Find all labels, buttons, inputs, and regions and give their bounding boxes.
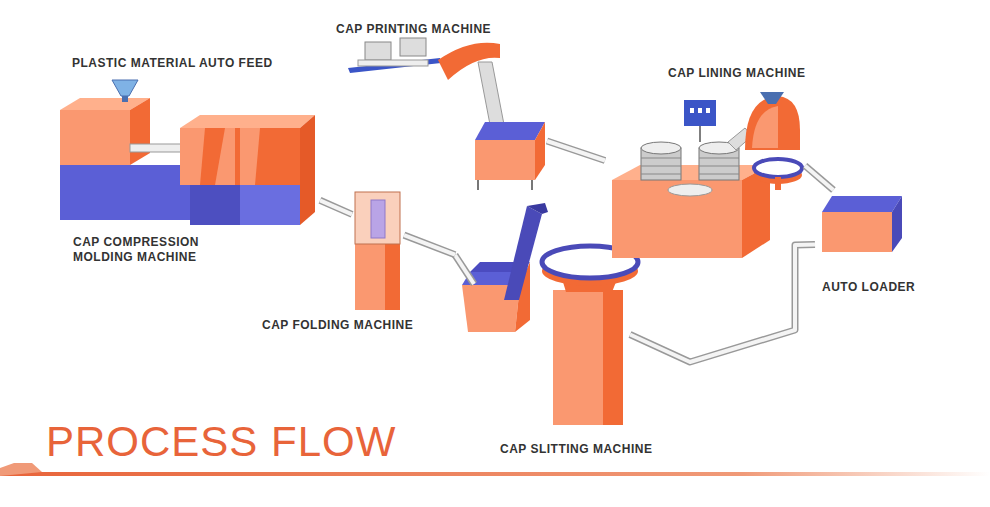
pipe-core [547,141,605,161]
folding-machine-part [355,192,400,244]
auto-loader [822,196,902,252]
slitting-machine-part [455,255,474,284]
machine-area: CAP FOLDING MACHINE [352,190,404,312]
pipe-core [805,166,833,190]
lining-machine-part [706,108,710,113]
molding-machine-part [240,185,300,225]
printing-machine-part [358,60,428,66]
pipe-core [404,235,455,255]
part-label: PLASTIC MATERIAL AUTO FEED [72,56,273,71]
slitting-machine-part [603,290,623,425]
lining-machine-part [760,92,784,104]
folding-machine-part [371,200,385,238]
lining-machine-part [775,177,781,190]
printing-machine-part [400,38,426,56]
lining-machine-part [641,142,681,154]
lining-machine-part [745,96,800,150]
folding-machine [355,192,400,310]
slitting-machine-part [504,206,542,300]
machine-label: CAP COMPRESSION MOLDING MACHINE [73,235,213,265]
slitting-machine-part [527,203,548,214]
pipe-outline [630,244,815,362]
lining-machine-part [690,108,694,113]
folding-machine-part [385,244,400,310]
printing-machine-part [478,180,532,190]
printing-machine-part [365,42,391,60]
machine-area: CAP SLITTING MACHINE [455,200,630,428]
lining-machine [612,92,802,258]
machine-label: AUTO LOADER [822,280,915,295]
pipe-connector [547,141,605,161]
machine-area: CAP PRINTING MACHINE [345,42,547,192]
slitting-machine-part [553,290,603,425]
lining-machine-part [699,126,701,142]
molding-machine-part [60,165,190,220]
pipe-outline [805,166,833,190]
molding-machine-part [200,128,225,185]
molding-machine-part [240,128,260,185]
machine-label: CAP FOLDING MACHINE [262,318,413,333]
molding-machine-part [300,115,315,225]
auto-loader-part [822,196,902,212]
slitting-machine [455,203,638,425]
pipe-outline [547,141,605,161]
lining-machine-part [699,158,739,174]
lining-machine-part [612,180,742,258]
auto-loader-part [822,212,892,252]
title-underline-part [0,463,42,476]
machine-area: AUTO LOADER [815,190,907,258]
pipe-outline [320,200,352,214]
printing-machine-part [475,140,535,180]
folding-machine-part [355,244,385,310]
pipe-outline [404,235,455,255]
pipe-connector [630,244,815,362]
lining-machine-part [684,100,716,126]
pipe-connector [805,166,833,190]
printing-machine-part [535,122,545,180]
slitting-machine-part [455,255,474,284]
molding-machine-part [180,115,315,128]
molding-machine-part [130,98,150,165]
pipe-connector [320,200,352,214]
molding-machine-part [112,80,138,96]
printing-machine [348,38,545,190]
printing-machine-part [475,122,545,140]
lining-machine-part [754,159,802,177]
molding-machine-part [122,96,128,102]
auto-loader-part [892,196,902,252]
machine-area: CAP LINING MACHINE [605,90,805,262]
printing-machine-part [348,58,441,73]
molding-machine-part [180,128,235,185]
molding-machine [60,80,315,225]
machine-label: CAP PRINTING MACHINE [336,22,491,37]
molding-machine-part [130,144,182,152]
molding-machine-part [235,128,300,185]
title-underline-part [0,472,990,476]
lining-machine-part [752,106,778,148]
machine-label: CAP LINING MACHINE [668,66,805,81]
machine-area: CAP COMPRESSION MOLDING MACHINE [58,95,320,230]
pipe-core [630,244,815,362]
diagram-title: PROCESS FLOW [46,418,396,466]
machine-label: CAP SLITTING MACHINE [500,442,652,457]
lining-machine-part [668,184,712,196]
lining-machine-part [641,158,681,174]
lining-machine-part [698,108,702,113]
molding-machine-part [190,185,300,225]
pipe-core [320,200,352,214]
pipe-connector [404,235,455,255]
molding-machine-part [60,110,130,165]
